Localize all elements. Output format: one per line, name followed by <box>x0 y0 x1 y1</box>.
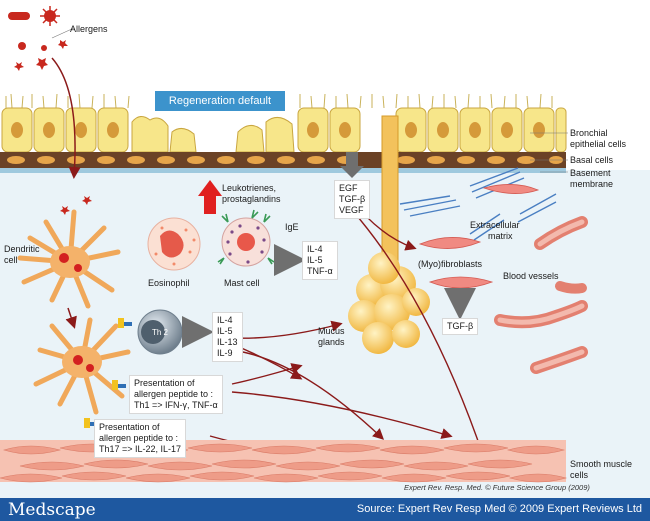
cilia <box>5 93 553 109</box>
eosinophil-cell <box>147 217 201 271</box>
airway-lumen <box>0 0 650 128</box>
dendritic-cell-2 <box>33 317 131 415</box>
leukotriene-arrow <box>198 180 222 214</box>
figure-credit: Expert Rev. Resp. Med. © Future Science … <box>404 483 590 492</box>
regeneration-default-banner: Regeneration default <box>155 91 285 111</box>
tgf-beta-box: TGF-β <box>442 318 479 335</box>
basement-membrane <box>0 168 566 173</box>
footer-bar: Medscape Source: Expert Rev Resp Med © 2… <box>0 498 650 521</box>
th2-cell <box>137 309 183 355</box>
label-leaders <box>51 27 568 173</box>
basal-nuclei <box>7 156 563 164</box>
dendritic-cell-1 <box>17 209 121 309</box>
label-myofibroblasts: (Myo)fibroblasts <box>418 259 483 269</box>
mast-cell <box>217 209 275 267</box>
allergen-entry-arrow <box>51 57 81 179</box>
label-allergens: Allergens <box>70 24 108 34</box>
label-mast-cell: Mast cell <box>224 278 260 288</box>
mucus-gland <box>348 115 430 354</box>
myofibroblasts <box>418 184 540 289</box>
label-th2: Th 2 <box>152 328 169 337</box>
medscape-logo[interactable]: Medscape <box>8 500 96 520</box>
dc-migration-arrow <box>65 307 77 329</box>
epithelial-nuclei <box>11 122 545 138</box>
label-leukotrienes: Leukotrienes,prostaglandins <box>222 183 281 204</box>
label-basal-cells: Basal cells <box>570 155 614 165</box>
smooth-muscle <box>0 440 568 483</box>
tissue-allergens <box>60 196 92 215</box>
growth-factor-arrow <box>340 152 364 178</box>
extracellular-matrix-fibres <box>399 167 557 241</box>
allergen-particles <box>8 6 68 71</box>
blood-vessels <box>494 216 588 374</box>
label-eosinophil: Eosinophil <box>148 278 190 288</box>
label-ige: IgE <box>285 222 299 232</box>
source-citation: Source: Expert Rev Resp Med © 2009 Exper… <box>356 503 642 515</box>
label-blood-vessels: Blood vessels <box>503 271 559 281</box>
